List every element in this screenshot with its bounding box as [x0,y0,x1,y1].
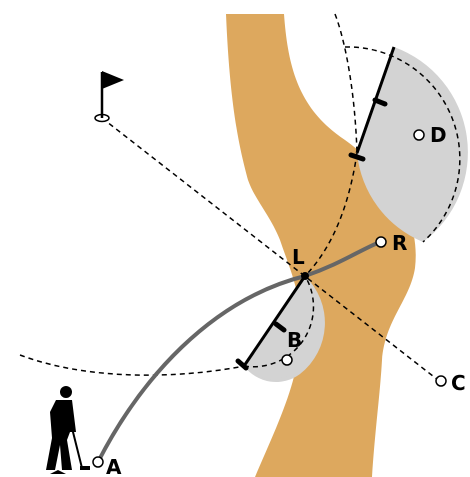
point-a-marker [93,457,103,467]
point-l-marker [301,272,309,280]
relief-arc-b [20,355,244,375]
relief-arc-d [335,14,357,153]
flagstick-icon [95,71,124,122]
point-b-marker [282,355,292,365]
point-r-marker [376,237,386,247]
golfer-icon [46,386,90,474]
label-b: B [287,328,302,352]
club-length-b-mark-2 [238,361,246,368]
label-l: L [292,245,305,269]
point-c-marker [436,376,446,386]
label-c: C [451,371,466,395]
label-a: A [106,455,122,477]
point-d-marker [414,130,424,140]
label-d: D [430,123,447,147]
label-r: R [392,231,407,255]
